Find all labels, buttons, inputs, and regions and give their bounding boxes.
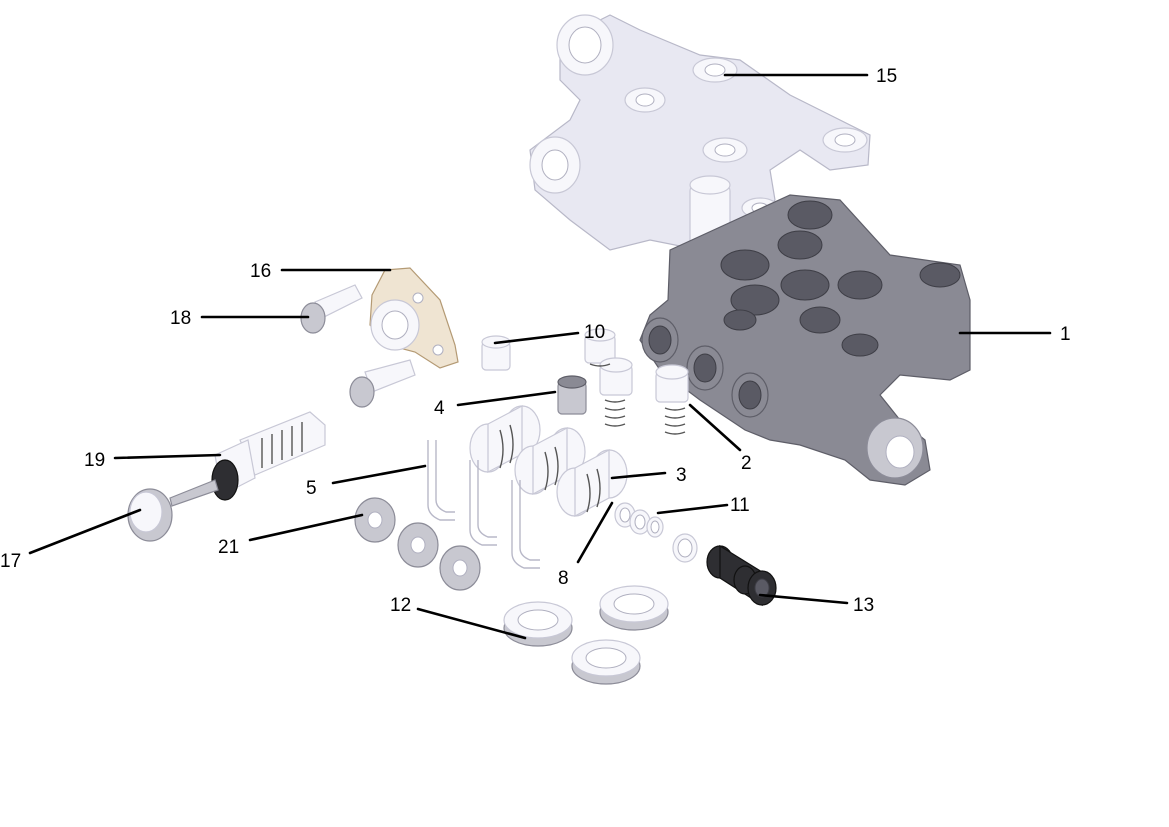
callout-3: 3 — [676, 465, 687, 486]
part-5-tubes — [427, 440, 540, 569]
leader-8 — [576, 501, 614, 564]
callout-15: 15 — [876, 66, 897, 87]
part-10-valve-guides — [481, 328, 689, 435]
leader-4 — [456, 390, 557, 407]
callout-labels: 1 2 3 4 5 8 10 11 12 13 15 16 17 18 19 2… — [0, 66, 1071, 616]
part-21-plugs — [354, 497, 481, 591]
callout-4: 4 — [434, 398, 445, 419]
callout-18: 18 — [170, 308, 191, 329]
leader-10 — [493, 331, 580, 345]
callout-8: 8 — [558, 568, 569, 589]
part-16-bracket — [369, 267, 459, 369]
callout-13: 13 — [853, 595, 874, 616]
callout-1: 1 — [1060, 324, 1071, 345]
leader-5 — [331, 464, 427, 485]
part-8-11-orings — [614, 502, 698, 563]
leader-2 — [688, 403, 742, 452]
leader-12 — [416, 607, 527, 640]
part-3-spring-cages — [469, 405, 628, 517]
leader-3 — [610, 471, 667, 480]
callout-2: 2 — [741, 453, 752, 474]
leader-17 — [28, 508, 142, 555]
callout-11: 11 — [730, 495, 750, 516]
callout-16: 16 — [250, 261, 271, 282]
callout-12: 12 — [390, 595, 411, 616]
callout-5: 5 — [306, 478, 317, 499]
leader-11 — [656, 503, 729, 515]
leader-13 — [758, 593, 849, 605]
part-17-cap — [127, 488, 173, 542]
leader-19 — [113, 453, 222, 460]
callout-17: 17 — [0, 551, 21, 572]
leader-lines — [28, 73, 1052, 640]
callout-10: 10 — [584, 322, 605, 343]
part-18-screws — [300, 284, 416, 408]
callout-19: 19 — [84, 450, 105, 471]
part-12-seal-rings — [503, 585, 669, 685]
callout-21: 21 — [218, 537, 239, 558]
part-4-valve-plug — [557, 375, 587, 415]
leader-21 — [248, 513, 364, 542]
part-15-manifold — [529, 14, 871, 251]
part-1-pump-head — [639, 194, 971, 486]
part-19-unloader — [169, 411, 326, 507]
